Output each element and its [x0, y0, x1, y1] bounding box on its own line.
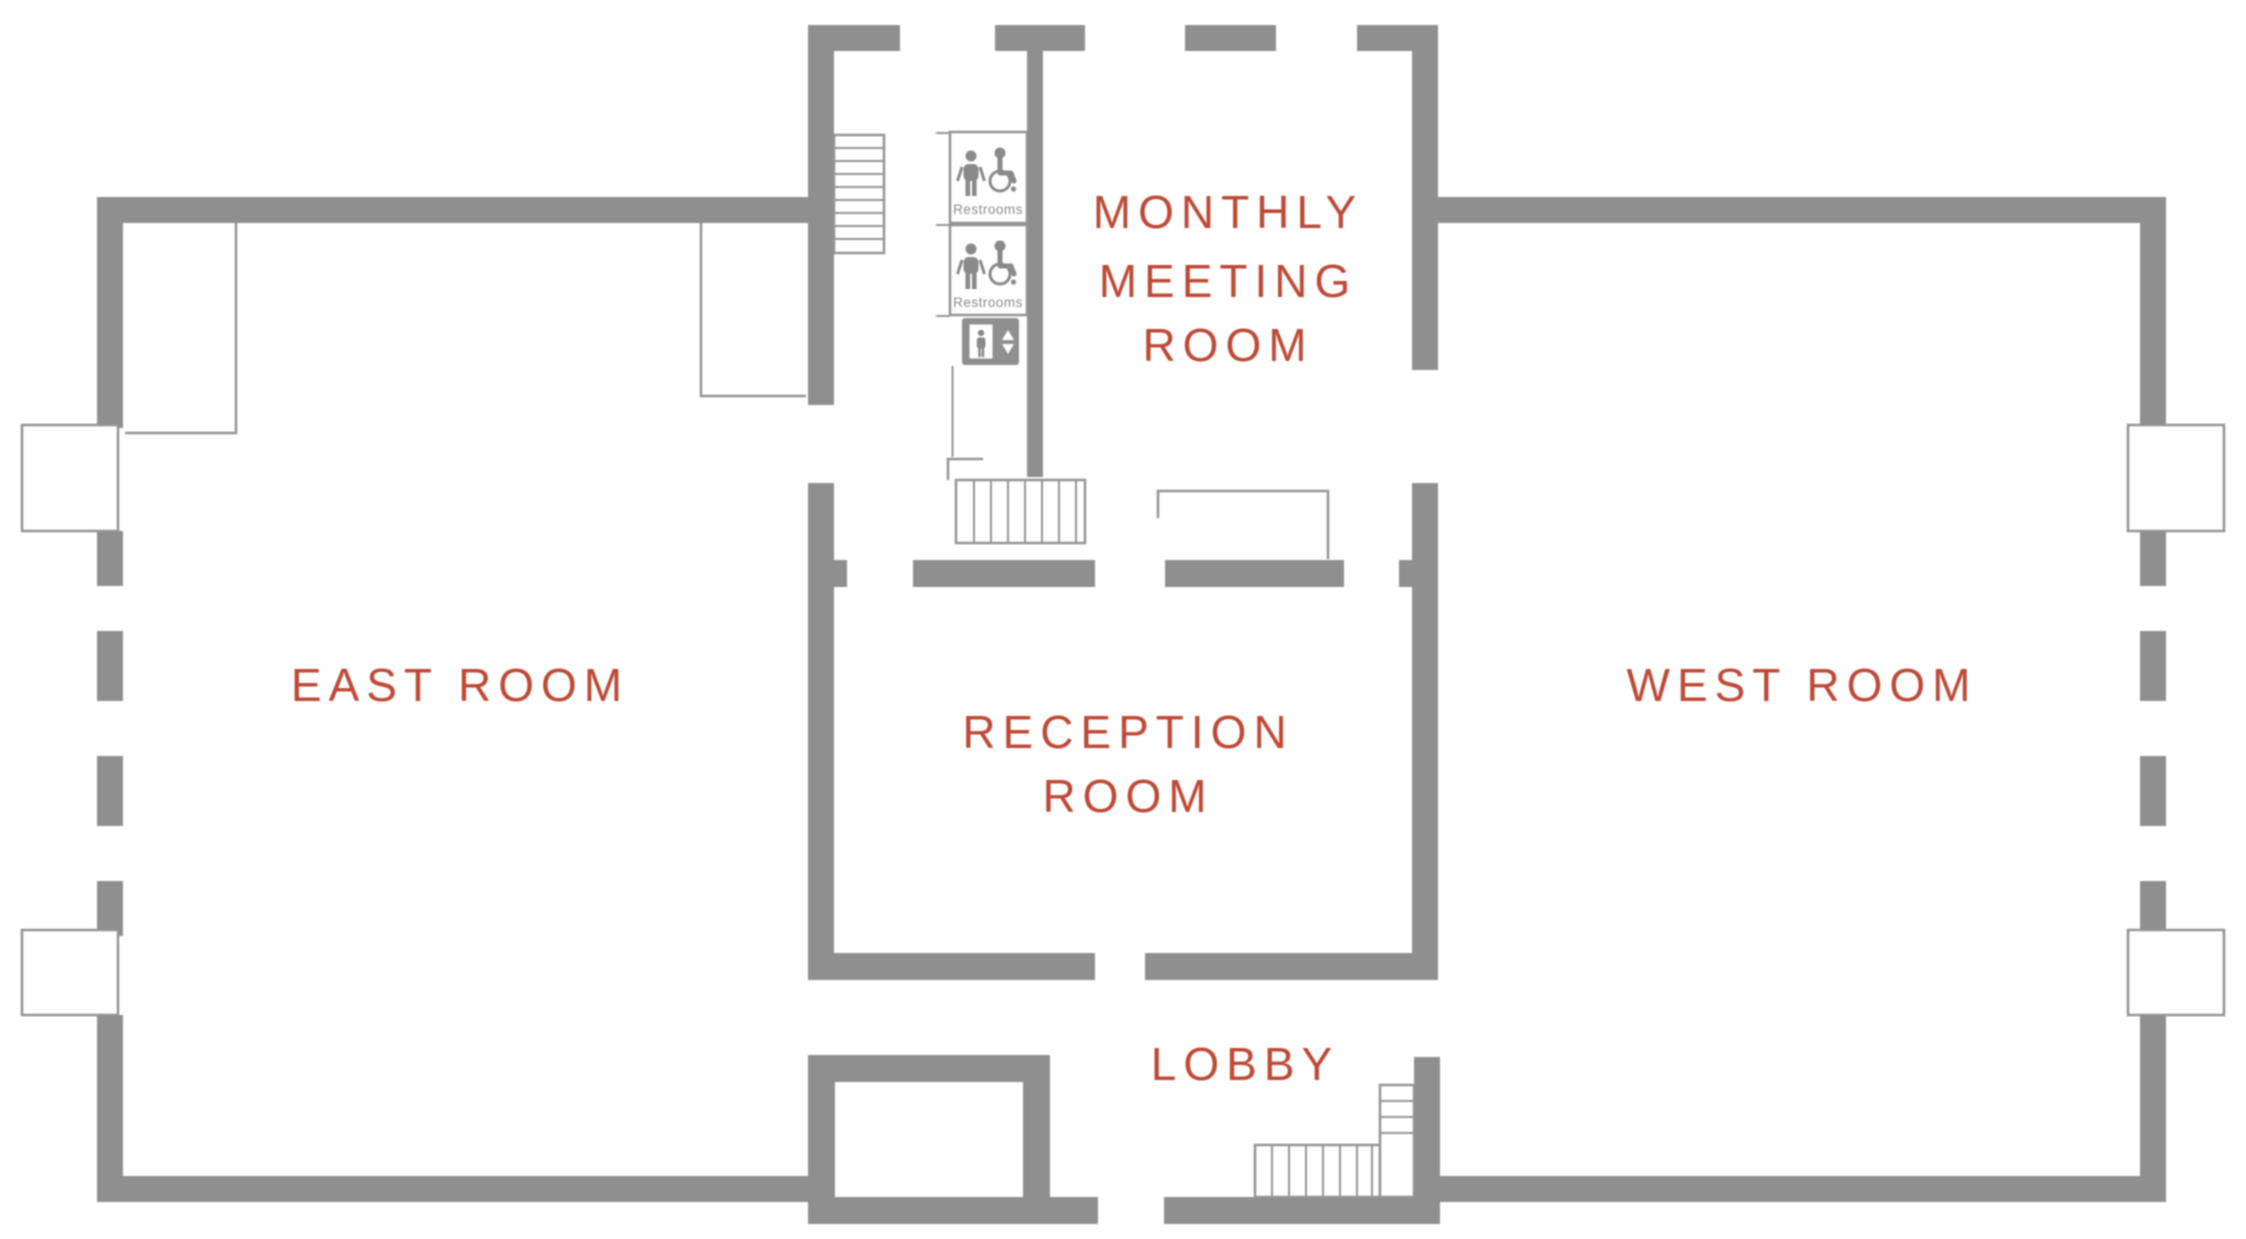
- reception-bottom-wall-right: [1145, 953, 1438, 980]
- left-wall-segment: [97, 881, 123, 936]
- vestibule-top-wall: [808, 1055, 1050, 1082]
- lobby-stairs: [1253, 1083, 1416, 1199]
- monthly-meeting-room-label-line1: MONTHLY: [1093, 186, 1364, 238]
- interior-walls: [834, 560, 1438, 980]
- left-wall-segment: [97, 531, 123, 586]
- door-jamb: [834, 560, 847, 587]
- entry-vestibule: [808, 1055, 1098, 1224]
- core-left-wall-lower: [808, 483, 834, 980]
- lobby-walls: [1164, 1057, 1440, 1224]
- vestibule-bottom-wall: [808, 1197, 1098, 1224]
- man-icon: [956, 243, 986, 289]
- door-jamb: [1399, 560, 1412, 587]
- core-right-wall-upper: [1412, 25, 1438, 370]
- bottom-wall-west: [1440, 1176, 2166, 1202]
- stair-outline: [954, 478, 1087, 545]
- bay-window: [20, 928, 120, 1017]
- partition-wall-segment: [913, 560, 1095, 587]
- vestibule-left-wall: [808, 1055, 835, 1224]
- elevator-up-arrow: [1002, 330, 1014, 340]
- partition-wall-segment: [1165, 560, 1344, 587]
- stair-treads: [973, 480, 1077, 543]
- bay-window: [2126, 928, 2226, 1017]
- left-wall-segment: [97, 1015, 123, 1202]
- restrooms-label: Restrooms: [953, 202, 1023, 217]
- bay-window: [2126, 423, 2226, 533]
- elevator-person: [976, 329, 986, 357]
- bay-window: [20, 423, 120, 533]
- elevator-icon: [962, 318, 1019, 365]
- top-wall-east: [97, 197, 808, 223]
- stair-treads: [1271, 1100, 1414, 1197]
- right-wall-segment: [2140, 531, 2166, 586]
- stair-treads: [834, 147, 884, 240]
- right-wall-segment: [2140, 1015, 2166, 1202]
- core-top-wall-segment: [1357, 25, 1438, 51]
- east-room-label: EAST ROOM: [291, 659, 629, 711]
- lobby-label: LOBBY: [1151, 1038, 1339, 1090]
- left-wall-segment: [97, 631, 123, 701]
- lobby-right-wall: [1414, 1057, 1440, 1224]
- left-wall-segment: [97, 756, 123, 826]
- east-room-alcoves: [125, 223, 806, 435]
- monthly-meeting-room-label-line2: MEETING: [1099, 255, 1358, 307]
- top-wall-west: [1412, 197, 2166, 223]
- restroom-sign-upper: Restrooms: [936, 130, 1029, 225]
- restrooms-label: Restrooms: [953, 295, 1023, 310]
- upper-stairs: [832, 133, 886, 255]
- core-left-wall-upper: [808, 25, 834, 405]
- man-icon: [956, 150, 986, 196]
- corridor-wall: [1027, 51, 1043, 477]
- stair-outline: [832, 133, 886, 255]
- wheelchair-accessible-icon: [988, 240, 1017, 286]
- right-wall-segment: [2140, 197, 2166, 428]
- right-wall-segment: [2140, 881, 2166, 936]
- platform-outline: [1156, 489, 1330, 559]
- right-wall-segment: [2140, 756, 2166, 826]
- west-room-label: WEST ROOM: [1627, 659, 1978, 711]
- stair-entry-notch: [946, 457, 983, 480]
- stair-outline: [1253, 1143, 1382, 1199]
- reception-bottom-wall-left: [834, 953, 1095, 980]
- exterior-walls: [97, 197, 2166, 1202]
- bottom-wall-east: [97, 1176, 808, 1202]
- mid-stairs: [946, 457, 1087, 545]
- stair-outline: [1378, 1083, 1416, 1199]
- lobby-bottom-wall: [1164, 1197, 1440, 1224]
- restroom-sign-lower: Restrooms: [936, 223, 1029, 317]
- monthly-meeting-room-label-line3: ROOM: [1142, 319, 1313, 371]
- elevator-down-arrow: [1002, 344, 1014, 354]
- reception-room-label-line1: RECEPTION: [962, 706, 1293, 758]
- bay-windows: [20, 423, 2226, 1017]
- wheelchair-accessible-icon: [988, 147, 1017, 193]
- core-top-wall-segment: [1185, 25, 1276, 51]
- left-wall-segment: [97, 197, 123, 428]
- room-labels: EAST ROOM WEST ROOM MONTHLY MEETING ROOM…: [291, 186, 1978, 1090]
- core-walls: [808, 25, 1438, 980]
- core-top-wall-segment: [995, 25, 1085, 51]
- alcove-outline: [699, 223, 806, 398]
- core-top-wall-segment: [808, 25, 900, 51]
- alcove-outline: [125, 223, 238, 435]
- core-right-wall-lower: [1412, 483, 1438, 980]
- right-wall-segment: [2140, 631, 2166, 701]
- reception-room-label-line2: ROOM: [1042, 770, 1213, 822]
